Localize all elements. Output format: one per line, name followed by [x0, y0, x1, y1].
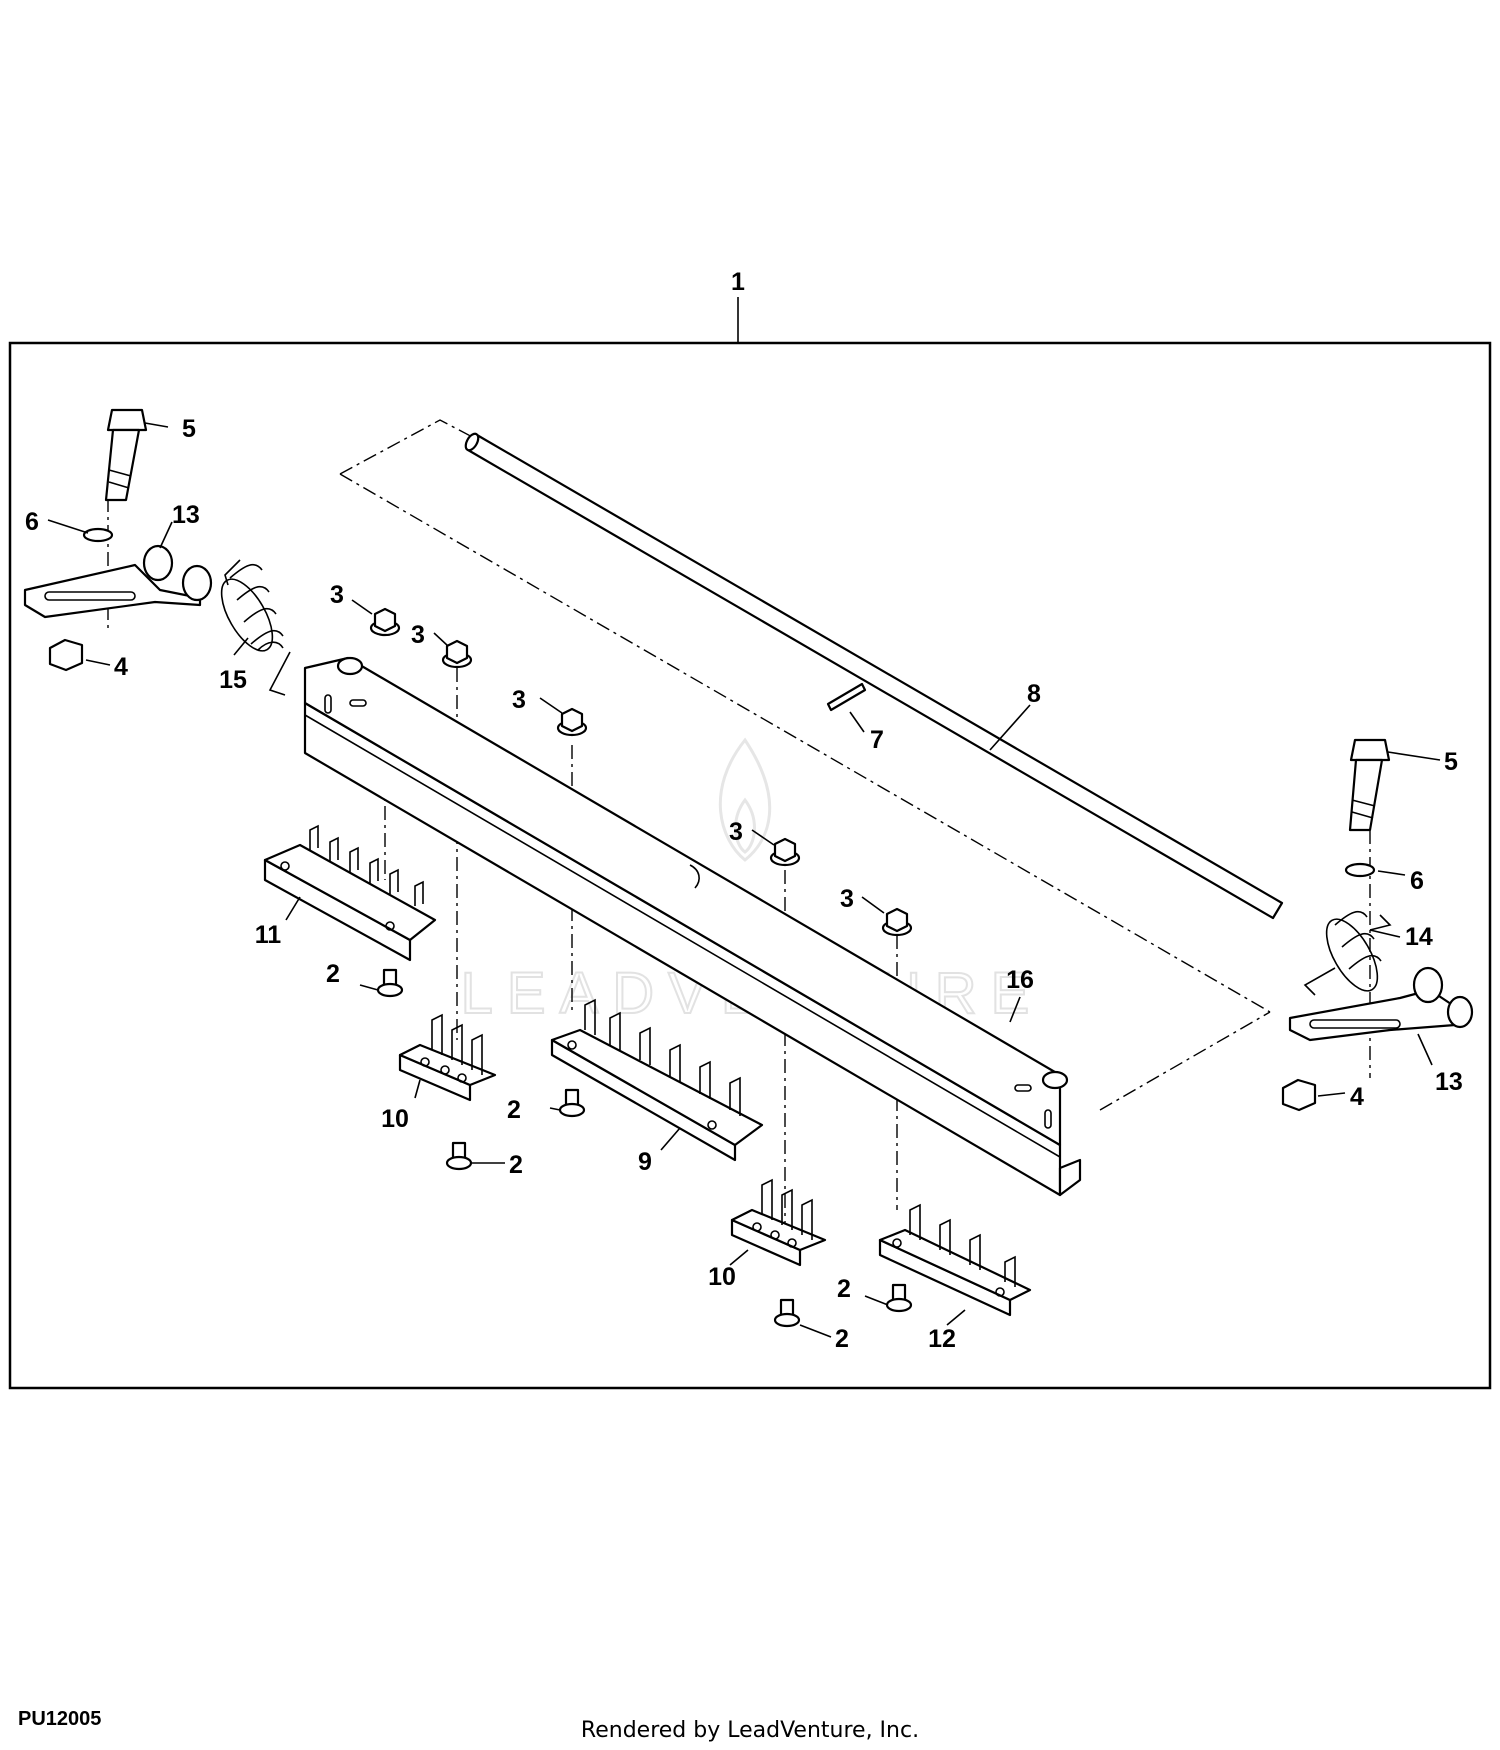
callout-10-right: 10 — [708, 1263, 736, 1291]
part-3-nuts — [369, 607, 913, 937]
part-9-strip — [550, 998, 764, 1162]
part-15-spring — [220, 559, 291, 696]
callout-14: 14 — [1405, 923, 1433, 951]
callout-3-c: 3 — [512, 686, 526, 714]
callout-16: 16 — [1006, 966, 1034, 994]
callout-3-e: 3 — [840, 885, 854, 913]
part-13-right-lever — [1288, 966, 1474, 1042]
callout-2-e: 2 — [835, 1325, 849, 1353]
part-4-left-nut — [48, 638, 84, 672]
callout-8: 8 — [1027, 680, 1041, 708]
callout-1: 1 — [731, 268, 745, 296]
part-10-right-bracket — [730, 1178, 827, 1267]
assembly-frame — [8, 341, 1492, 1390]
part-8-rod — [464, 432, 1284, 920]
part-2-screws — [376, 968, 913, 1328]
callout-4-left: 4 — [114, 653, 128, 681]
part-10-left-bracket — [398, 1013, 497, 1102]
callout-6-right: 6 — [1410, 867, 1424, 895]
callout-2-a: 2 — [326, 960, 340, 988]
callout-5-right: 5 — [1444, 748, 1458, 776]
callout-3-d: 3 — [729, 818, 743, 846]
callouts: 1 5 6 13 4 15 3 3 3 3 3 7 8 5 6 14 16 13… — [25, 268, 1463, 1353]
part-14-spring — [1303, 910, 1392, 996]
callout-3-a: 3 — [330, 581, 344, 609]
callout-11: 11 — [255, 921, 282, 949]
part-16-channel — [303, 656, 1082, 1197]
callout-9: 9 — [638, 1148, 652, 1176]
callout-7: 7 — [870, 726, 884, 754]
part-11-strip — [263, 824, 437, 962]
part-6-right-washer — [1344, 862, 1376, 878]
part-5-left-bolt — [104, 408, 148, 502]
watermark-flame-icon — [718, 737, 772, 862]
part-6-left-washer — [82, 527, 114, 543]
callout-15: 15 — [219, 666, 247, 694]
callout-10-left: 10 — [381, 1105, 409, 1133]
callout-12: 12 — [928, 1325, 956, 1353]
part-4-right-nut — [1281, 1078, 1317, 1112]
callout-2-d: 2 — [837, 1275, 851, 1303]
callout-2-c: 2 — [509, 1151, 523, 1179]
callout-6-left: 6 — [25, 508, 39, 536]
render-credit: Rendered by LeadVenture, Inc. — [580, 1718, 920, 1743]
callout-3-b: 3 — [411, 621, 425, 649]
part-12-strip — [878, 1203, 1032, 1317]
part-13-left-lever — [23, 544, 213, 619]
callout-5-left: 5 — [182, 415, 196, 443]
callout-13-left: 13 — [172, 501, 200, 529]
part-5-right-bolt — [1348, 738, 1391, 832]
callout-2-b: 2 — [507, 1096, 521, 1124]
part-7-pin — [826, 682, 867, 712]
callout-13-right: 13 — [1435, 1068, 1463, 1096]
figure-id: PU12005 — [18, 1708, 102, 1730]
callout-4-right: 4 — [1350, 1083, 1364, 1111]
leader-lines — [47, 422, 1441, 1338]
